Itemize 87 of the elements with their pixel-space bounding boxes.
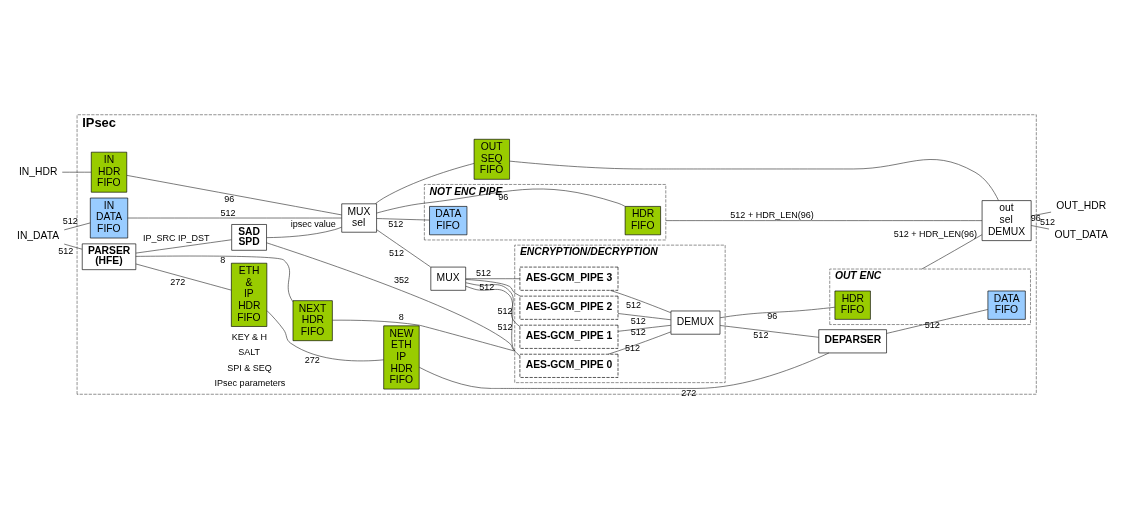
connector [617, 313, 672, 321]
edge-label: 512 + HDR_LEN(96) [730, 210, 814, 221]
node-text: IN_DATA [17, 230, 60, 242]
connector [266, 242, 516, 352]
node-box: AES-GCM_PIPE 3 [519, 266, 619, 291]
connector [665, 220, 983, 221]
node-box: ETH & IP HDR FIFO [231, 262, 268, 327]
connector [465, 282, 521, 327]
connector [135, 239, 232, 254]
edge-label: 512 [1040, 216, 1056, 227]
node-box: AES-GCM_PIPE 1 [519, 324, 619, 349]
edge-label: 512 [388, 247, 404, 258]
edge-label: 512 [388, 218, 404, 229]
edge-label: ipsec value [290, 219, 336, 230]
edge-label: 96 [224, 194, 235, 205]
edge-label: 512 [220, 207, 236, 218]
edge-label: 272 [681, 387, 697, 398]
connector [375, 163, 475, 204]
edge-label: 512 [753, 330, 769, 341]
edge-label: 512 [479, 281, 495, 292]
node-box: AES-GCM_PIPE 0 [519, 353, 619, 378]
edge-label: 512 [497, 321, 513, 332]
edge-label: IP_SRC IP_DST [142, 232, 210, 243]
node-text: OUT_DATA [1054, 228, 1108, 240]
connector [63, 222, 91, 231]
edge-label: 512 [62, 215, 78, 226]
node-box: NEW ETH IP HDR FIFO [383, 325, 420, 390]
edge-label: 512 [497, 305, 513, 316]
node-box: MUX sel [341, 203, 377, 233]
edge-label: 512 [630, 327, 646, 338]
connector [719, 325, 820, 338]
node-box: DEPARSER [818, 329, 887, 354]
node-box: OUT SEQ FIFO [473, 138, 510, 180]
node-box: AES-GCM_PIPE 2 [519, 295, 619, 320]
connector [332, 319, 516, 352]
connector [617, 325, 672, 332]
connector [376, 188, 626, 214]
label: KEY & H [231, 331, 268, 342]
connector [509, 159, 999, 201]
edge-label: 512 [630, 316, 646, 326]
edge-label: 8 [398, 311, 404, 322]
node-box: MUX [430, 266, 466, 291]
node-text: IN_HDR [18, 165, 58, 177]
node-box: SAD SPD [231, 224, 267, 251]
label: SALT [238, 347, 261, 358]
edge-label: 352 [394, 274, 410, 285]
node-box: DEMUX [670, 310, 721, 335]
connector [719, 306, 836, 319]
node-box: HDR FIFO [624, 206, 661, 236]
connector [465, 279, 521, 297]
node-box: HDR FIFO [834, 290, 871, 320]
connector [376, 218, 430, 221]
node-box: IN DATA FIFO [90, 197, 129, 239]
edge-label: 512 [58, 245, 74, 256]
connector [610, 290, 672, 314]
node-box: NEXT HDR FIFO [292, 300, 333, 341]
connector [126, 175, 342, 216]
connector [127, 217, 342, 219]
connector [607, 331, 672, 355]
connector [266, 226, 342, 238]
connector [135, 255, 294, 303]
connector [63, 243, 83, 250]
connector [376, 229, 432, 268]
connector [266, 310, 384, 362]
edge-label: 272 [304, 355, 320, 366]
edge-label: 512 + HDR_LEN(96) [893, 228, 978, 239]
node-text: OUT_HDR [1056, 199, 1107, 211]
connector [1030, 225, 1050, 230]
node-box: PARSER (HFE) [81, 243, 137, 270]
edge-label: 512 [625, 342, 641, 353]
node-box: IN HDR FIFO [90, 151, 128, 193]
connector [135, 263, 232, 291]
edge-label: 512 [476, 268, 492, 279]
label: SPI & SEQ [227, 362, 272, 373]
node-box: DATA FIFO [429, 206, 468, 236]
label: IPsec parameters [214, 378, 286, 389]
edge-label: 512 [625, 300, 641, 311]
connector [886, 309, 989, 334]
edge-label: 96 [767, 311, 778, 322]
edge-label: 272 [170, 276, 186, 287]
connector [465, 285, 521, 357]
node-box: DATA FIFO [987, 290, 1026, 320]
edge-label: 8 [220, 255, 226, 266]
connector [61, 171, 92, 173]
connector [921, 234, 983, 270]
node-box: out sel DEMUX [981, 200, 1032, 241]
connector [465, 278, 521, 280]
